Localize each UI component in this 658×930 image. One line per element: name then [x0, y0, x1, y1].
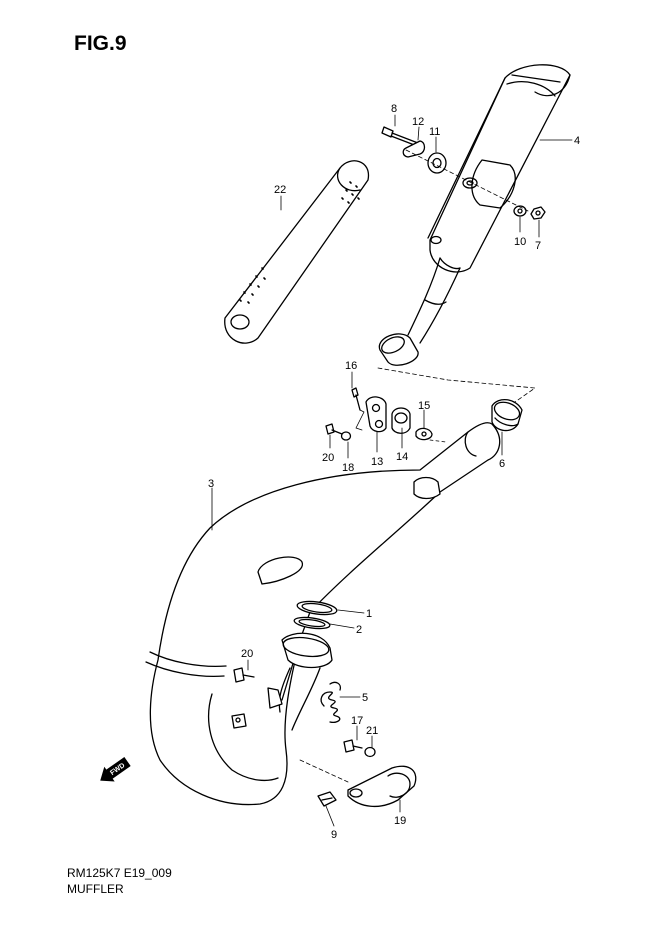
heat-shield-22	[224, 160, 370, 344]
part-label: 3	[208, 478, 214, 490]
forward-direction-arrow-icon: FWD	[100, 757, 131, 782]
part-label: 14	[396, 451, 408, 463]
part-label: 15	[418, 400, 430, 412]
part-label: 13	[371, 456, 383, 468]
bolt-20-lower	[233, 667, 255, 683]
spring-5	[320, 681, 342, 724]
mount-hardware-upper	[381, 126, 546, 220]
part-label: 20	[241, 648, 253, 660]
part-label: 17	[351, 715, 363, 727]
part-label: 2	[356, 624, 362, 636]
figure-code: RM125K7 E19_009	[67, 866, 172, 880]
part-label: 1	[366, 608, 372, 620]
part-label: 19	[394, 815, 406, 827]
figure-caption: MUFFLER	[67, 882, 124, 896]
part-label: 10	[514, 236, 526, 248]
collar-6	[491, 399, 523, 432]
figure-title: FIG.9	[74, 32, 127, 55]
part-label: 18	[342, 462, 354, 474]
part-number-labels: 8 12 11 4 10 7 22 16 15 13 14 18 20 6 3 …	[208, 103, 580, 841]
part-label: 22	[274, 184, 286, 196]
part-label: 9	[331, 829, 337, 841]
part-label: 4	[574, 135, 580, 147]
part-label: 6	[499, 458, 505, 470]
mount-hardware-lower	[325, 387, 447, 443]
bracket-19	[299, 739, 417, 807]
part-label: 11	[429, 126, 440, 138]
gaskets-1-2	[293, 600, 338, 630]
clip-9	[317, 791, 337, 807]
leader-lines	[211, 114, 573, 827]
part-label: 12	[412, 116, 424, 128]
part-label: 16	[345, 360, 357, 372]
silencer-assembly	[378, 64, 571, 366]
part-label: 8	[391, 103, 397, 115]
part-label: 21	[366, 725, 378, 737]
expansion-chamber-3	[145, 422, 501, 806]
part-label: 5	[362, 692, 368, 704]
part-label: 20	[322, 452, 334, 464]
part-label: 7	[535, 240, 541, 252]
